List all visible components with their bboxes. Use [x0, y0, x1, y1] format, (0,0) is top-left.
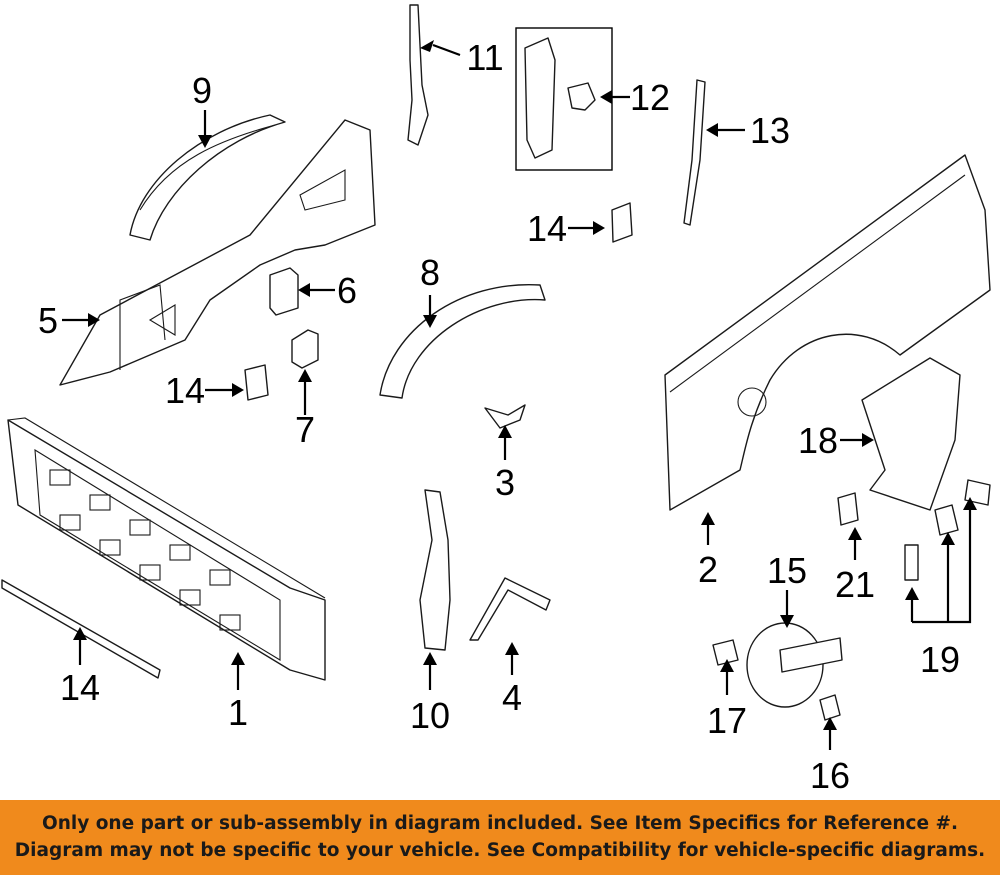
part-10-shape [419, 489, 451, 651]
part-21-shape [837, 492, 859, 526]
callout-18: 17 [707, 700, 747, 741]
part-20-fastener-1-shape [904, 544, 919, 581]
part-6-shape [269, 267, 299, 316]
part-19-shape [861, 357, 961, 511]
exploded-parts-diagram: 9 5 6 7 14 8 3 11 12 13 14 10 4 1 14 2 1… [1, 4, 991, 796]
part-2-shape [664, 154, 991, 511]
callout-14-left: 14 [165, 370, 205, 411]
disclaimer-line-1: Only one part or sub-assembly in diagram… [41, 813, 959, 834]
callout-11: 11 [466, 37, 503, 78]
callout-10: 10 [410, 695, 450, 736]
callout-7: 7 [295, 409, 315, 450]
part-12-shape [515, 27, 613, 171]
callout-16: 15 [767, 550, 807, 591]
callout-15: 14 [60, 667, 100, 708]
callout-21: 21 [835, 564, 875, 605]
disclaimer-banner: Only one part or sub-assembly in diagram… [0, 800, 1000, 875]
callout-4: 4 [502, 677, 522, 718]
part-14-left-shape [244, 364, 269, 401]
callout-9: 9 [192, 70, 212, 111]
part-8-shape [379, 283, 546, 399]
part-20-fastener-2-shape [934, 504, 959, 536]
part-20-fastener-3-shape [964, 479, 991, 506]
part-7-shape [291, 329, 319, 369]
part-14-right-shape [611, 202, 633, 243]
callout-6: 6 [337, 270, 357, 311]
callout-17: 16 [810, 755, 850, 796]
part-13-shape [683, 79, 706, 226]
leader-lines [62, 40, 977, 750]
callout-8: 8 [420, 252, 440, 293]
callout-1: 1 [228, 692, 248, 733]
callout-12: 12 [630, 77, 670, 118]
disclaimer-line-2: Diagram may not be specific to your vehi… [14, 840, 986, 861]
callout-13: 13 [750, 110, 790, 151]
callout-3: 3 [495, 462, 515, 503]
callout-14-right: 14 [527, 208, 567, 249]
part-11-shape [407, 4, 429, 146]
callout-20: 19 [920, 639, 960, 680]
part-1-shape [7, 417, 326, 681]
part-16-shape [746, 622, 843, 708]
part-17-shape [819, 694, 841, 721]
part-18-shape [712, 639, 739, 666]
part-5-shape [59, 119, 376, 386]
part-4-shape [469, 577, 551, 641]
callout-2: 2 [698, 549, 718, 590]
part-3-shape [484, 404, 526, 429]
callout-19: 18 [798, 420, 838, 461]
callout-5: 5 [38, 300, 58, 341]
